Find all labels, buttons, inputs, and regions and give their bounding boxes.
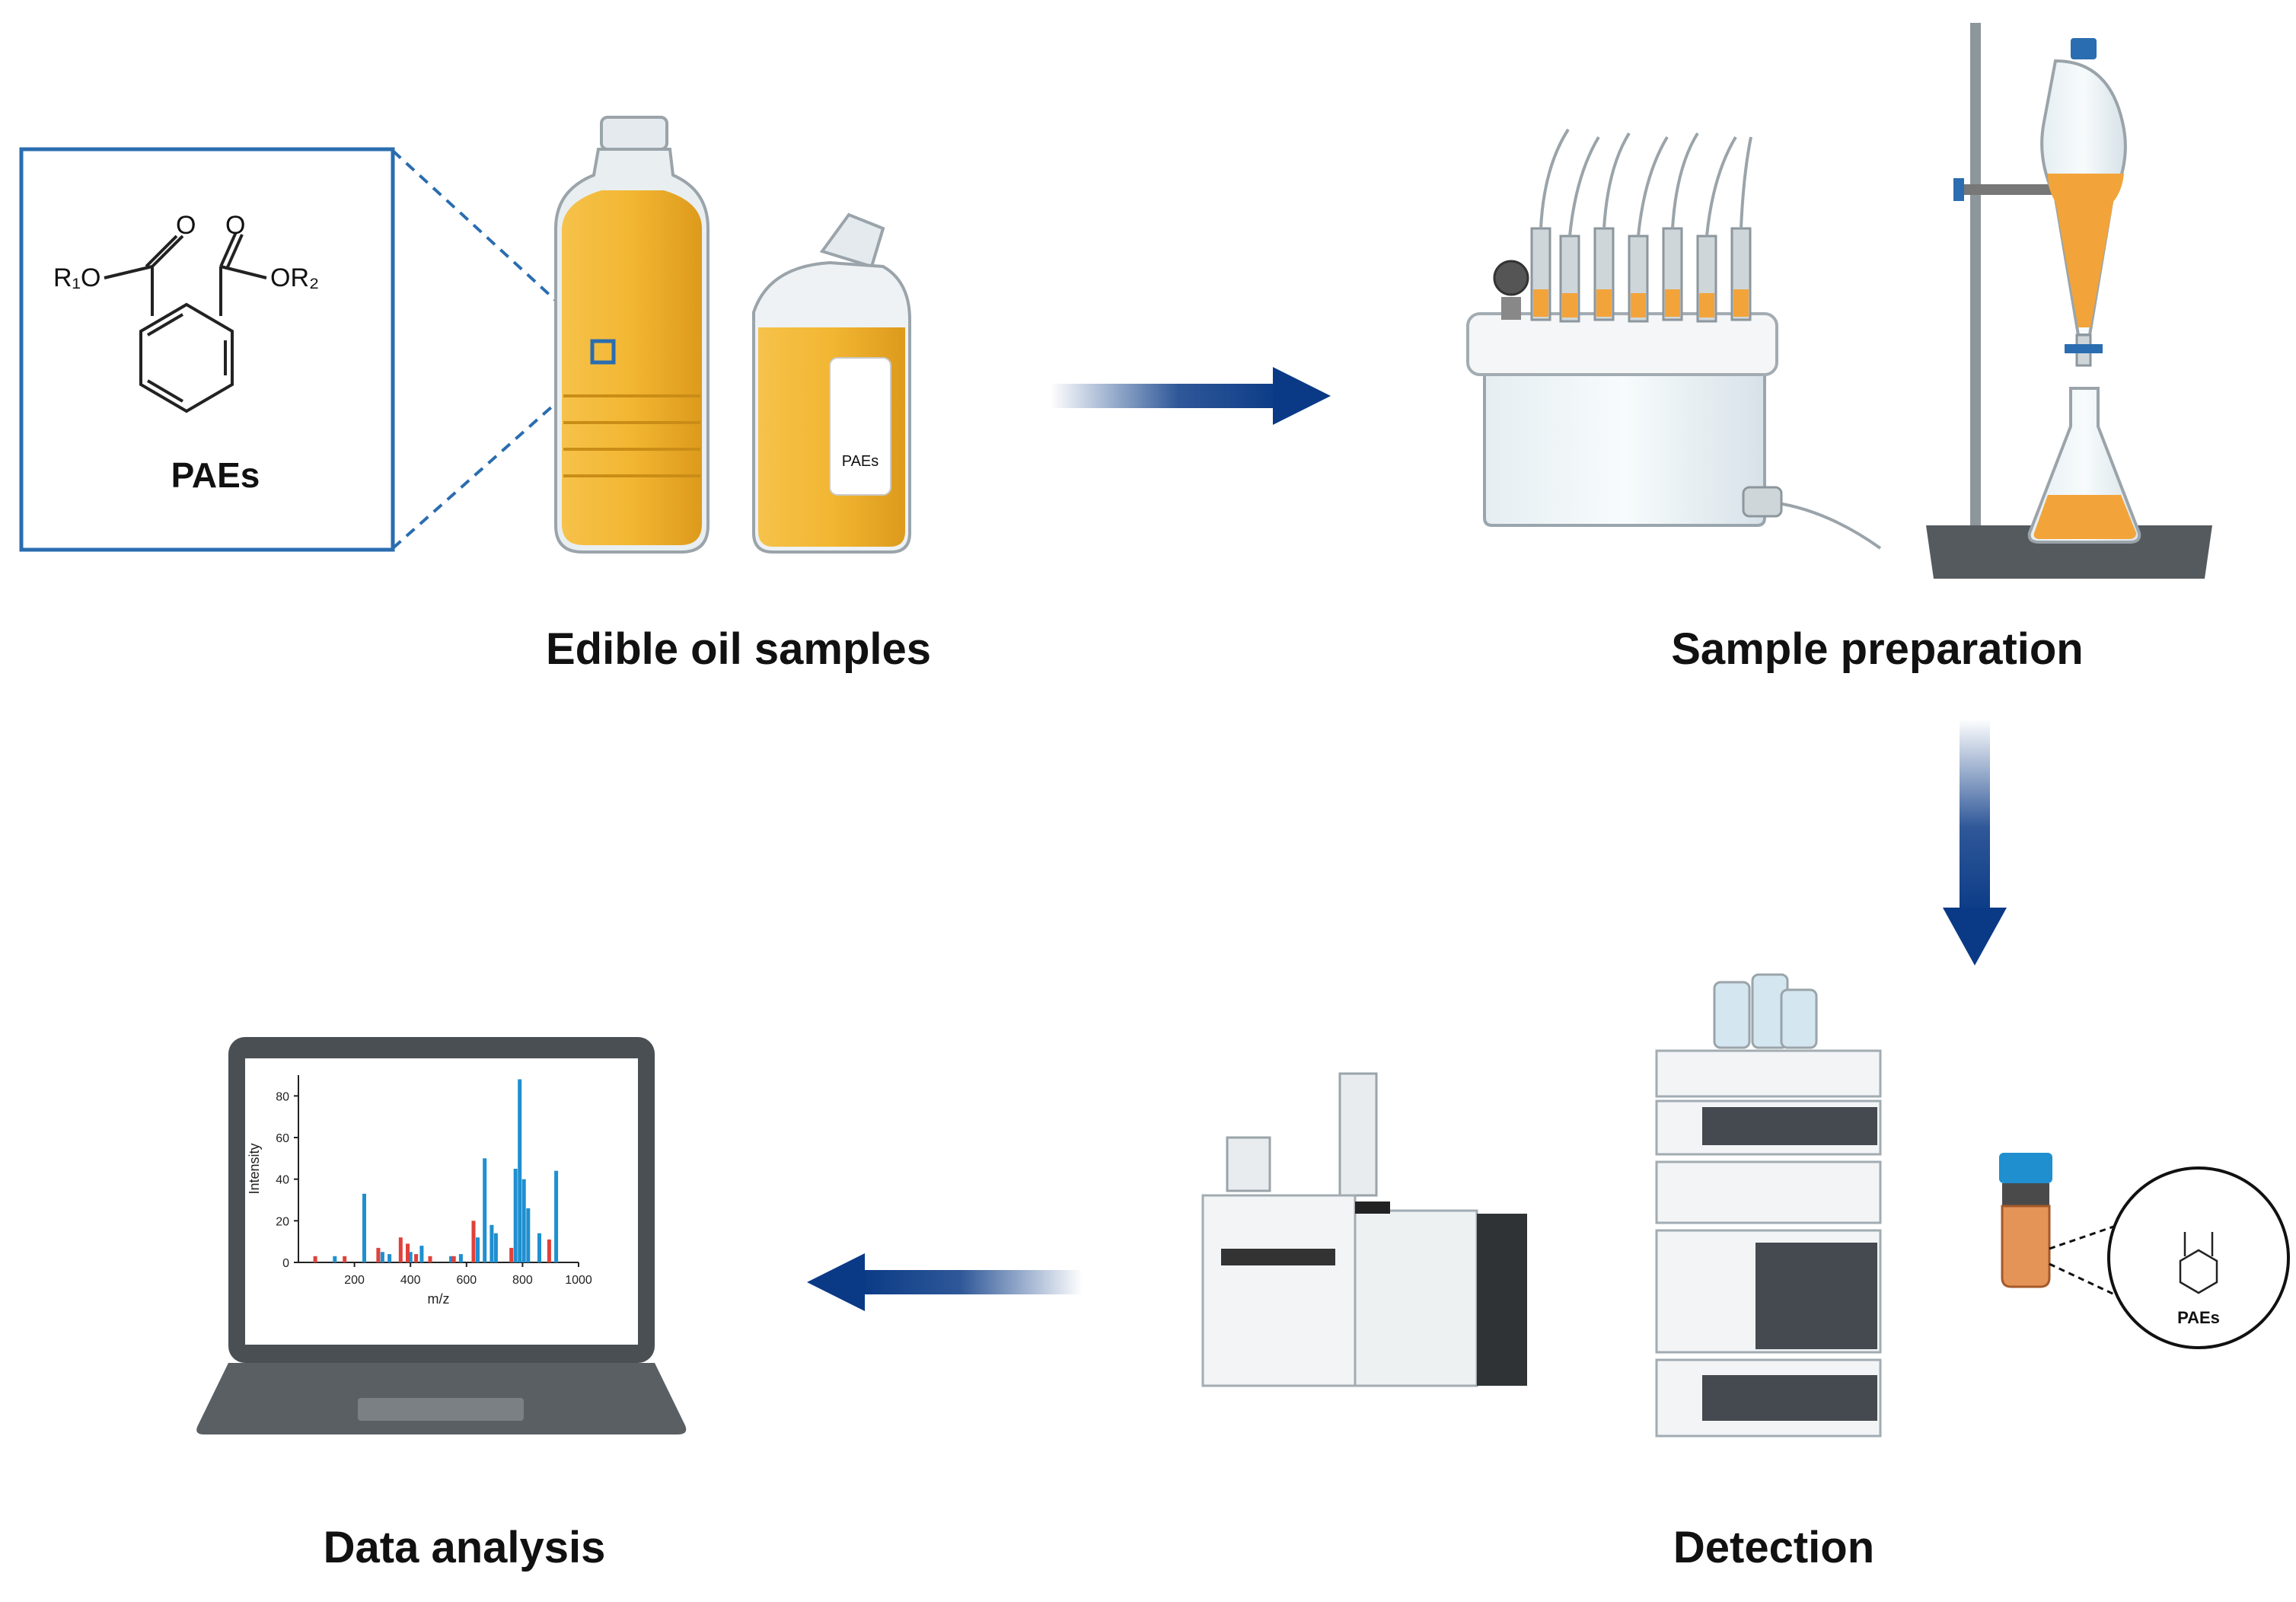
spectrum-bar [526,1208,531,1262]
sample-vial-icon: PAEs [1999,1153,2290,1349]
spectrum-bar [343,1256,347,1262]
flow-arrow-icon [807,1253,1083,1311]
chart-y-ticks: 0 20 40 60 80 [276,1090,298,1270]
y-tick-label: 60 [276,1132,289,1145]
laptop-screen [245,1058,638,1345]
inset-frame [19,147,395,552]
x-axis-label: m/z [428,1291,450,1307]
spectrum-bar [406,1243,410,1262]
spectrum-bar [387,1254,392,1262]
spectrum-bar [398,1237,403,1262]
r1-group-label: R₁O [53,263,100,292]
spe-manifold-icon [1466,128,1882,550]
spectrum-bar [518,1079,522,1262]
stage-label-edible-oil-samples: Edible oil samples [546,624,931,674]
spectrum-bar [451,1256,456,1262]
lc-stack-icon [1655,973,1882,1438]
stage-label-sample-preparation: Sample preparation [1671,624,2083,674]
flow-arrow-icon [1051,367,1331,425]
molecule-name: PAEs [171,455,260,495]
spectrum-bar [376,1247,381,1262]
y-tick-label: 20 [276,1215,289,1228]
y-tick-label: 40 [276,1174,289,1187]
spectrum-bar [380,1252,384,1262]
spectrum-bar [513,1169,518,1262]
spectrum-bar [476,1237,480,1262]
x-tick-label: 200 [344,1274,365,1287]
oxygen-label-left: O [176,211,196,240]
oil-bottle-icon [554,116,710,554]
y-axis-label: Intensity [247,1143,262,1194]
spectrum-bar [414,1254,419,1262]
spectrum-bar [408,1252,413,1262]
spectrum-bar [547,1239,551,1262]
zoom-lines [391,149,601,550]
laptop-icon [196,1037,687,1434]
x-tick-label: 1000 [565,1274,592,1287]
spectrum-bar [333,1256,337,1262]
chart-x-ticks: 200 400 600 800 1000 [344,1262,592,1287]
separatory-funnel-icon [1926,23,2212,579]
spectrum-bar [521,1179,526,1262]
spectrum-bar [554,1170,559,1262]
molecule-inset: R₁O O O OR₂ PAEs [19,147,395,552]
y-tick-label: 0 [282,1257,289,1270]
stage-label-data-analysis: Data analysis [324,1523,606,1572]
x-tick-label: 800 [512,1274,533,1287]
spectrum-bar [537,1233,541,1262]
benzene-ring-icon [104,231,267,413]
spectrum-bar [313,1256,317,1262]
spectrum-bar [458,1254,463,1262]
spectrum-bar [493,1233,498,1262]
spectrum-bar [362,1193,366,1262]
spectrum-bar [449,1256,454,1262]
stage-label-detection: Detection [1673,1523,1874,1572]
gc-ms-icon [1201,1072,1527,1387]
r2-group-label: OR₂ [270,263,319,292]
oxygen-label-right: O [225,211,245,240]
mass-spectrum-chart: 0 20 40 60 80 200 400 600 800 1000 m/z Intensity [247,1075,592,1307]
spectrum-bar [483,1158,487,1262]
zoom-molecule-name: PAEs [2177,1308,2220,1327]
chart-bars [313,1079,559,1262]
x-tick-label: 600 [456,1274,477,1287]
spectrum-bar [509,1247,514,1262]
spectrum-bar [428,1256,432,1262]
spectrum-bar [419,1246,424,1262]
oil-bottle-icon: PAEs [752,212,911,554]
flow-arrow-icon [1943,719,2007,965]
y-tick-label: 80 [276,1090,289,1103]
x-tick-label: 400 [400,1274,421,1287]
spectrum-bar [471,1221,476,1262]
bottle-label: PAEs [842,453,879,470]
spectrum-bar [489,1224,494,1262]
